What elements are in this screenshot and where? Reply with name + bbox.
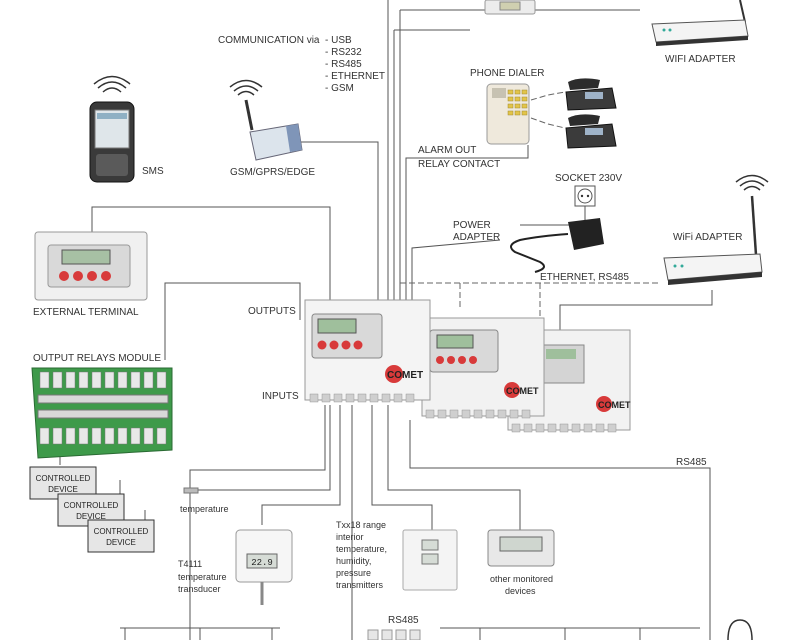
comm-option-ethernet: - ETHERNET [325,71,385,82]
gsm-label: GSM/GPRS/EDGE [230,167,315,178]
controlled-device-2-label-2: DEVICE [76,512,106,521]
output-relays-module: OUTPUT RELAYS MODULE [31,353,173,459]
brand-label-2: COMET [506,386,539,396]
controlled-device-1-label-2: DEVICE [48,485,78,494]
txx18-label-4: humidity, [336,556,371,566]
external-terminal-label: EXTERNAL TERMINAL [33,307,139,318]
wiring [59,0,713,640]
t4111-label-3: transducer [178,584,221,594]
controlled-device-3-label-1: CONTROLLED [94,527,149,536]
rs485-right-label: RS485 [676,457,707,468]
controlled-device-2-label-1: CONTROLLED [64,501,119,510]
signal-waves-icon [229,79,263,96]
communication-block: COMMUNICATION via - USB - RS232 - RS485 … [218,35,385,94]
comm-option-gsm: - GSM [325,83,354,94]
phone-dialer: PHONE DIALER [470,68,566,145]
other-monitored-devices: other monitored devices [487,529,555,596]
temperature-label: temperature [180,504,229,514]
comm-option-usb: - USB [325,35,352,46]
brand-label-3: COMET [598,400,631,410]
controlled-device-1-label-1: CONTROLLED [36,474,91,483]
sms-label: SMS [142,166,164,177]
temperature-probe: temperature [180,487,229,514]
comm-option-rs485: - RS485 [325,59,362,70]
power-adapter-label-2: ADAPTER [453,232,500,243]
rs485-bottom-label: RS485 [388,615,419,626]
txx18-label-2: interior [336,532,364,542]
t4111-transducer: 22.9 T4111 temperature transducer [178,529,293,605]
datalogger-unit-2: COMET [421,317,545,419]
wifi-adapter-right-label: WiFi ADAPTER [673,232,742,243]
phone-dialer-label: PHONE DIALER [470,68,544,79]
comet-logo-icon: COMET [504,382,539,398]
signal-waves-icon [735,174,769,191]
comet-logo-icon: COMET [596,396,631,412]
external-terminal: EXTERNAL TERMINAL [33,231,148,318]
other-label-1: other monitored [490,574,553,584]
inputs-label: INPUTS [262,391,299,402]
signal-waves-icon [93,75,131,93]
bottom-right-loop [727,619,753,640]
t4111-lcd-value: 22.9 [251,558,273,568]
output-relays-label: OUTPUT RELAYS MODULE [33,353,161,364]
desk-phone-2 [565,114,617,149]
controlled-device-3-label-2: DEVICE [106,538,136,547]
comet-logo-icon: COMET [385,365,423,383]
txx18-transmitter: Txx18 range interior temperature, humidi… [336,520,458,591]
comm-option-rs232: - RS232 [325,47,362,58]
power-adapter-label-1: POWER [453,220,491,231]
communication-via-label: COMMUNICATION via [218,35,320,46]
outputs-label: OUTPUTS [248,306,296,317]
txx18-label-1: Txx18 range [336,520,386,530]
txx18-label-3: temperature, [336,544,387,554]
datalogger-unit-1: COMET [304,299,431,403]
ethernet-label: ETHERNET, RS485 [540,272,629,283]
power-adapter: POWER ADAPTER [453,218,604,273]
controlled-device-3: CONTROLLED DEVICE [87,519,155,553]
txx18-label-5: pressure [336,568,371,578]
wifi-adapter-top: WIFI ADAPTER [651,0,749,65]
wifi-adapter-top-label: WIFI ADAPTER [665,54,736,65]
brand-label-1: COMET [387,370,423,381]
other-label-2: devices [505,586,536,596]
desk-phone-1 [565,78,617,111]
socket-label: SOCKET 230V [555,173,622,184]
t4111-label-2: temperature [178,572,227,582]
bottom-terminals [367,629,421,640]
txx18-label-6: transmitters [336,580,384,590]
top-center-device [484,0,536,15]
socket: SOCKET 230V [555,173,622,207]
relay-contact-label: RELAY CONTACT [418,159,500,170]
wifi-adapter-right: WiFi ADAPTER [663,174,769,285]
alarm-out-label: ALARM OUT [418,145,476,156]
t4111-label-1: T4111 [178,559,202,569]
gsm-modem: GSM/GPRS/EDGE [229,79,315,178]
sms-phone: SMS [89,75,164,183]
